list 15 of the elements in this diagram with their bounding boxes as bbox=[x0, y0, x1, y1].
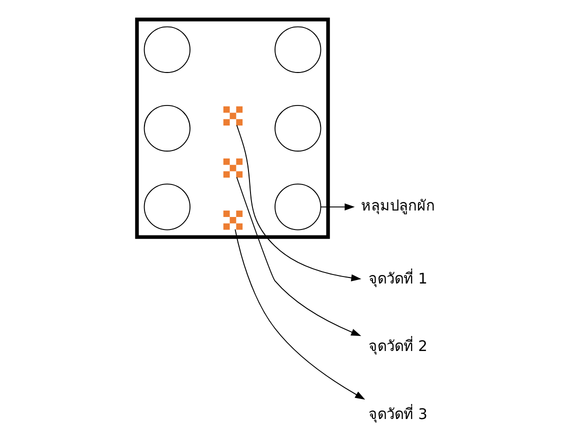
node-text: หลุมปลูกผัก bbox=[360, 197, 434, 214]
node-circle bbox=[143, 184, 190, 230]
node-circle bbox=[274, 104, 321, 152]
node-circle bbox=[274, 26, 321, 73]
arrow bbox=[236, 176, 361, 336]
node-text: จุดวัดที่ 1 bbox=[368, 270, 427, 288]
node-text: จุดวัดที่ 3 bbox=[368, 406, 427, 423]
node-circle bbox=[143, 104, 190, 152]
arrow bbox=[234, 228, 365, 400]
node-text: จุดวัดที่ 2 bbox=[368, 338, 427, 356]
arrow bbox=[236, 124, 361, 282]
cluster bbox=[134, 18, 330, 239]
node-circle bbox=[143, 26, 190, 73]
node-circle bbox=[274, 184, 321, 230]
arrow bbox=[320, 203, 354, 210]
